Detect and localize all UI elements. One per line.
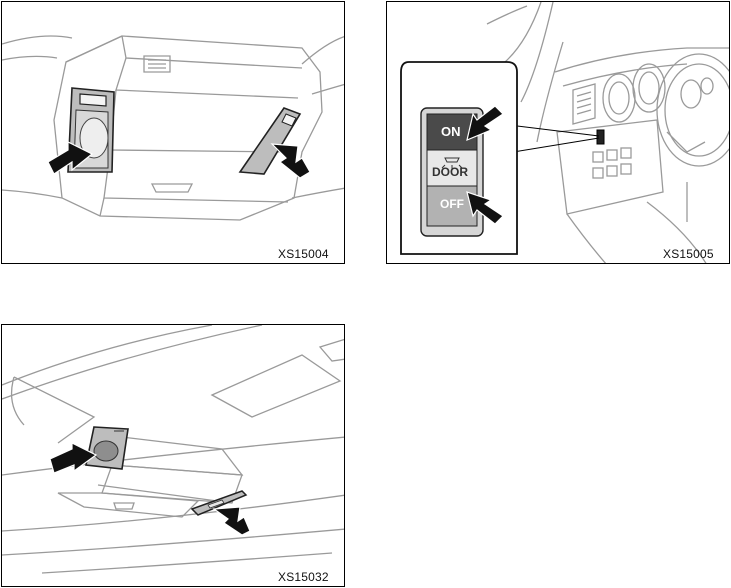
dashboard-illustration	[387, 2, 730, 264]
figure-door-switch: ON DOOR OFF XS15005	[386, 1, 730, 264]
figure-interior-lamp-console: XS15004	[1, 1, 345, 264]
switch-door-label: DOOR	[432, 165, 468, 179]
console-illustration	[2, 2, 345, 264]
switch-on-label: ON	[441, 124, 461, 139]
switch-off-label: OFF	[440, 197, 464, 211]
figure-code: XS15004	[278, 247, 329, 261]
headliner-illustration	[2, 325, 345, 587]
figure-code: XS15032	[278, 570, 329, 584]
figure-code: XS15005	[663, 247, 714, 261]
figure-headliner-lamps: XS15032	[1, 324, 345, 587]
